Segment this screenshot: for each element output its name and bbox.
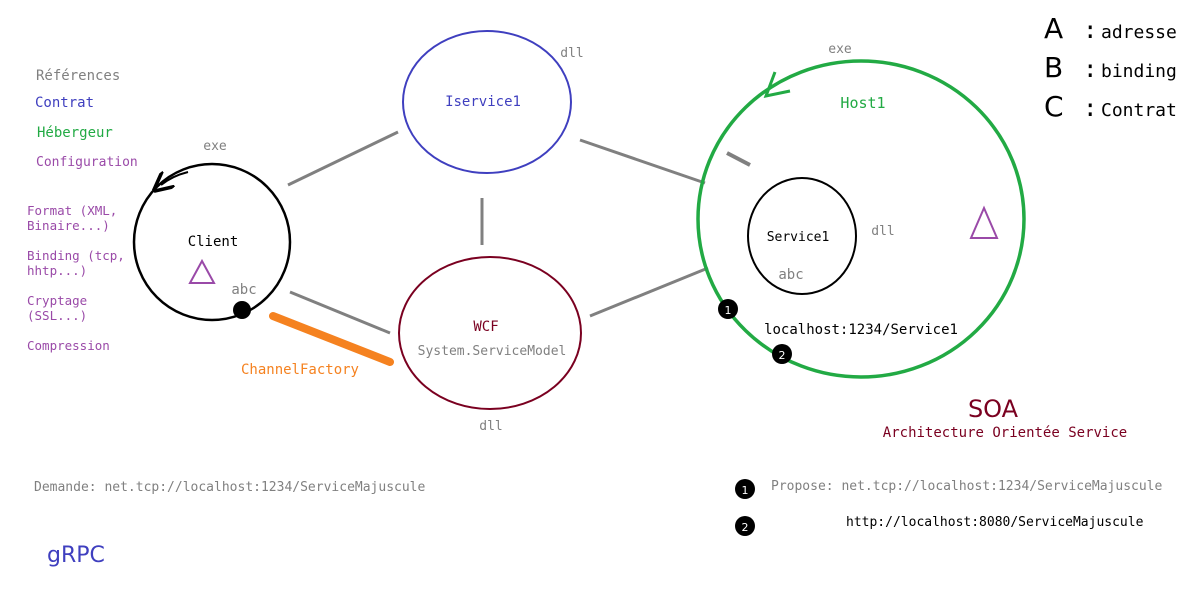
wcf-label: WCF — [473, 319, 498, 335]
host-address: localhost:1234/Service1 — [764, 322, 958, 338]
host-label: Host1 — [840, 94, 885, 112]
client-label: Client — [188, 234, 239, 250]
key-c-text: Contrat — [1101, 100, 1177, 121]
iservice-label: Iservice1 — [445, 94, 521, 110]
marker-two-label: 2 — [779, 349, 786, 362]
wcf-type: dll — [479, 419, 502, 434]
config-cryptage-2: (SSL...) — [27, 308, 87, 323]
demande-text: Demande: net.tcp://localhost:1234/Servic… — [34, 480, 426, 495]
client-abc: abc — [231, 282, 256, 298]
key-b-text: binding — [1101, 61, 1177, 82]
key-a-letter: A — [1044, 12, 1063, 45]
http-text: http://localhost:8080/ServiceMajuscule — [846, 515, 1144, 530]
host-circle — [696, 59, 1026, 379]
config-format-2: Binaire...) — [27, 218, 110, 233]
link-wcf-host — [589, 266, 709, 318]
wcf-circle — [398, 256, 582, 410]
host-triangle-icon — [969, 205, 999, 239]
service-circle — [747, 177, 857, 295]
client-triangle-icon — [188, 258, 216, 284]
config-binding-1: Binding (tcp, — [27, 248, 125, 263]
config-binding-2: hhtp...) — [27, 263, 87, 278]
service-abc: abc — [778, 267, 803, 283]
wcf-sub: System.ServiceModel — [418, 344, 567, 359]
service-label: Service1 — [767, 230, 830, 245]
key-c-colon: : — [1083, 94, 1097, 122]
legend-contrat: Contrat — [35, 95, 94, 111]
soa-subtitle: Architecture Orientée Service — [883, 425, 1127, 441]
config-compression: Compression — [27, 338, 110, 353]
key-b-colon: : — [1083, 55, 1097, 83]
soa-title: SOA — [968, 395, 1019, 423]
channel-factory-label: ChannelFactory — [241, 362, 359, 378]
bottom-marker-one-label: 1 — [742, 484, 749, 497]
link-iservice-host — [579, 138, 706, 185]
iservice-type: dll — [560, 46, 583, 61]
legend-configuration: Configuration — [36, 155, 138, 170]
key-c-letter: C — [1044, 90, 1064, 123]
channel-factory-bar — [269, 312, 394, 366]
link-client-iservice — [287, 130, 399, 187]
bottom-marker-two-label: 2 — [742, 521, 749, 534]
client-dot — [233, 301, 251, 319]
service-type: dll — [871, 224, 894, 239]
propose-text: Propose: net.tcp://localhost:1234/Servic… — [771, 479, 1163, 494]
client-type: exe — [203, 139, 227, 154]
marker-one — [718, 299, 738, 319]
host-arrow-icon — [763, 71, 791, 99]
key-a-text: adresse — [1101, 22, 1177, 43]
iservice-circle — [402, 30, 572, 174]
client-arrow-icon — [161, 172, 189, 185]
bottom-marker-one — [735, 479, 755, 499]
service-tick — [726, 151, 751, 167]
bottom-marker-two — [735, 516, 755, 536]
key-a-colon: : — [1083, 16, 1097, 44]
grpc-text: gRPC — [47, 543, 105, 568]
link-client-wcf — [289, 290, 391, 335]
config-format-1: Format (XML, — [27, 203, 117, 218]
key-b-letter: B — [1044, 51, 1063, 84]
legend-hebergeur: Hébergeur — [37, 125, 113, 141]
client-circle — [132, 162, 292, 322]
marker-one-label: 1 — [725, 304, 732, 317]
marker-two — [772, 344, 792, 364]
legend-references: Références — [36, 68, 120, 84]
host-type: exe — [828, 42, 852, 57]
config-cryptage-1: Cryptage — [27, 293, 87, 308]
